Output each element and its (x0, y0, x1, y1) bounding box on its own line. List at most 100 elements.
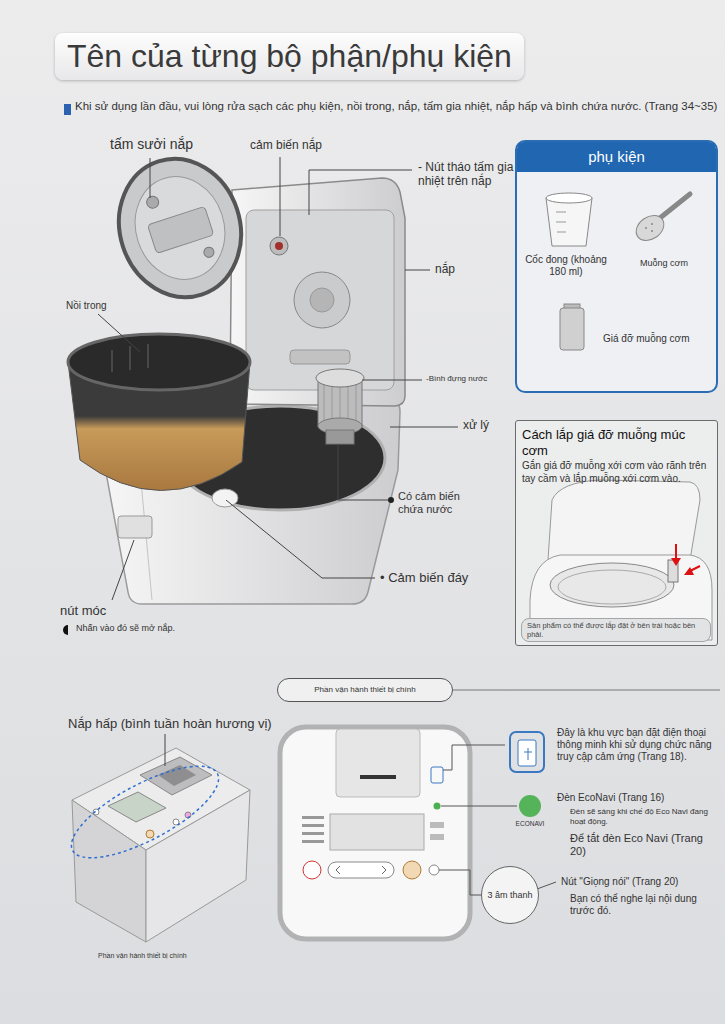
rice-paddle (645, 227, 647, 229)
panel-ground (515, 140, 718, 393)
leader-line (362, 380, 422, 381)
holder-fitting-drawing (671, 558, 681, 566)
part-note: Nhấn vào đó sẽ mở nắp. (76, 623, 175, 634)
panel-ground (515, 420, 718, 646)
small-cooker (158, 765, 196, 786)
rice-paddle (631, 210, 668, 245)
leader-line (98, 157, 458, 600)
callout-text: Để tắt đèn Eco Navi (Trang 20) (570, 832, 710, 858)
part-label: xử lý (463, 418, 489, 432)
part-label: nắp (435, 262, 455, 276)
leader-bullet (63, 497, 394, 635)
lid-heater-plate (101, 143, 258, 313)
accessory-label: Muỗng cơm (640, 258, 688, 269)
lid-heater-plate (101, 143, 258, 313)
box-heading: Cách lắp giá đỡ muỗng múc cơm (516, 421, 717, 460)
inner-pot (112, 344, 148, 372)
callout-line (443, 745, 505, 770)
leader-line (390, 427, 458, 428)
note-text: Khi sử dụng lần đầu, vui lòng rửa sạch c… (75, 100, 720, 114)
small-cooker (146, 790, 250, 942)
callout-line (441, 806, 517, 807)
caption-label: Phần vận hành thiết bị chính (98, 952, 187, 960)
leader-line (338, 444, 388, 500)
note-pill: Sản phẩm có thể được lắp đặt ở bên trái … (521, 618, 711, 642)
water-tank (326, 430, 354, 444)
control-panel-drawing (330, 814, 424, 850)
paddle-holder (560, 308, 584, 350)
section-rule (453, 689, 720, 690)
control-panel-drawing (434, 803, 441, 810)
callout-text: Đây là khu vực bạn đặt điện thoại thông … (557, 727, 719, 763)
control-panel-drawing (429, 865, 439, 875)
callout-note: Đèn sẽ sáng khi chế độ Eco Navi đang hoạ… (570, 807, 715, 826)
note-bullet (64, 104, 71, 115)
inner-pot (68, 334, 250, 491)
control-panel-drawing (302, 840, 324, 843)
callout-note: Bạn có thể nghe lại nội dung trước đó. (570, 893, 710, 917)
callout-line (537, 882, 556, 889)
accessory-label: Giá đỡ muỗng cơm (603, 333, 689, 345)
small-cooker (165, 734, 166, 766)
phone-touch-icon (510, 732, 544, 772)
small-cooker (140, 757, 212, 795)
inner-pot (68, 334, 250, 390)
leader-line (150, 158, 151, 198)
rice-paddle (660, 194, 690, 218)
part-label: Nắp hấp (bình tuần hoàn hương vị) (68, 716, 272, 732)
econavi-badge (519, 795, 541, 817)
sound-circle: 3 âm thanh (481, 866, 539, 924)
water-tank (316, 369, 364, 387)
control-panel-drawing (328, 862, 394, 878)
leader-line (405, 270, 430, 271)
lid-heater-plate (203, 246, 216, 259)
holder-fitting-drawing (550, 563, 674, 607)
lid-heater-plate (147, 206, 213, 253)
control-panel-drawing (303, 861, 321, 879)
accessory-label: Cốc đong (khoảng 180 ml) (520, 254, 612, 278)
control-panel-drawing (430, 834, 444, 840)
lid-heater-plate (145, 195, 160, 210)
holder-fitting-drawing (558, 570, 666, 604)
instruction-box: Cách lắp giá đỡ muỗng múc cơmGắn giá đỡ … (515, 420, 718, 646)
control-panel-drawing (302, 832, 324, 835)
water-tank (324, 384, 356, 422)
control-panel-drawing (336, 866, 386, 874)
water-tank (316, 369, 364, 444)
measuring-cup (546, 193, 592, 246)
page-title: Tên của từng bộ phận/phụ kiện (55, 33, 524, 80)
phone-touch-icon (524, 748, 532, 760)
measuring-cup (556, 212, 566, 232)
small-cooker (59, 734, 250, 942)
control-panel-drawing (431, 767, 443, 783)
leader-bullet (63, 625, 68, 635)
control-panel-drawing (302, 816, 324, 819)
rice-cooker-lid (310, 288, 334, 312)
rice-paddle (631, 194, 690, 246)
callout-text: Nút "Giọng nói" (Trang 20) (561, 876, 719, 888)
paddle-holder (560, 304, 584, 350)
panel-heading: phụ kiện (517, 142, 716, 172)
control-panel-drawing (336, 729, 420, 797)
small-cooker (146, 830, 154, 838)
section-heading: Phần vận hành thiết bị chính (306, 685, 423, 695)
measuring-cup (546, 198, 592, 246)
leader-line (309, 170, 412, 215)
rice-paddle (651, 230, 653, 232)
note-text: Sản phẩm có thể được lắp đặt ở bên trái … (522, 619, 710, 641)
phone-touch-icon (518, 740, 536, 766)
small-cooker (59, 749, 230, 875)
rice-paddle (651, 223, 653, 225)
part-label: nút móc (60, 603, 106, 619)
note-bullet (64, 104, 71, 115)
rice-cooker-lid (270, 237, 288, 255)
bottom-sensor (212, 489, 238, 507)
rice-cooker-lid (275, 242, 283, 250)
econavi-badge (519, 795, 541, 817)
control-panel-drawing (280, 727, 470, 939)
part-label: cảm biến nắp (250, 138, 322, 152)
